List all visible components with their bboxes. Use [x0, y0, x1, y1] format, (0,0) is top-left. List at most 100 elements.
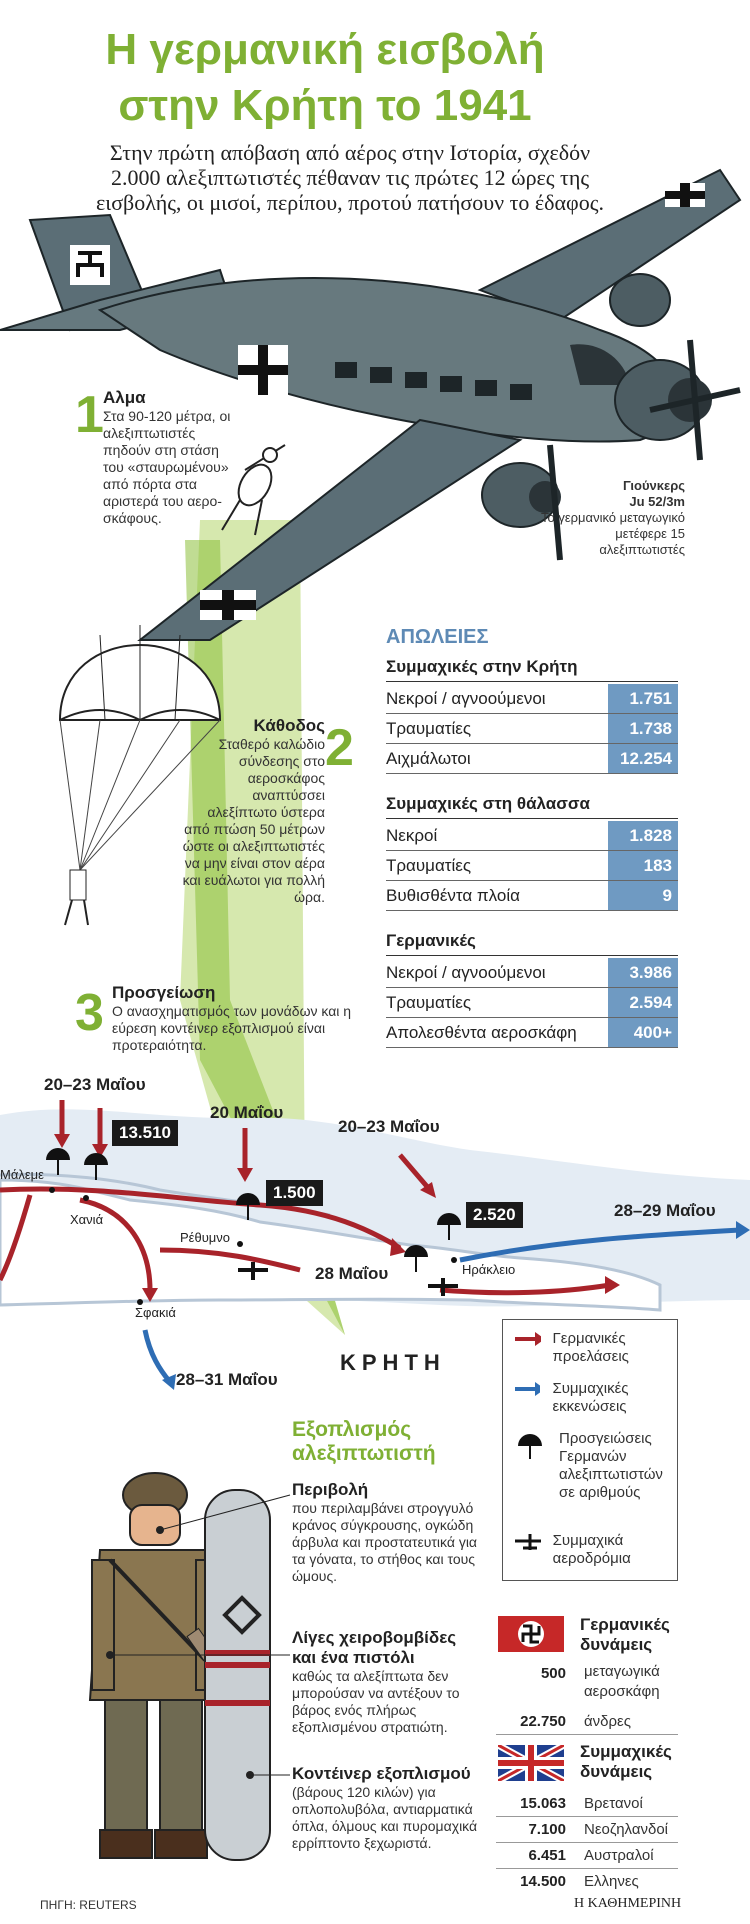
publisher-logo: Η ΚΑΘΗΜΕΡΙΝΗ: [574, 1896, 682, 1911]
intro-text: Στην πρώτη απόβαση από αέρος στην Ιστορί…: [96, 140, 604, 215]
loss-row: Τραυματίες 183: [386, 851, 678, 881]
town-label: Ρέθυμνο: [180, 1230, 231, 1245]
loss-value: 183: [608, 851, 678, 880]
equipment-title: Εξοπλισμός αλεξιπτωτιστή: [292, 1418, 436, 1465]
loss-label: Τραυματίες: [386, 856, 472, 875]
force-label: Νεοζηλανδοί: [584, 1821, 669, 1838]
force-row: 15.063 Βρετανοί: [496, 1792, 678, 1817]
tail-swastika-icon: [70, 245, 110, 285]
loss-row: Τραυματίες 2.594: [386, 988, 678, 1018]
junkers-plane: [0, 168, 742, 641]
step-2-text: Σταθερό καλώδιο σύνδεσης στο αεροσκάφος …: [182, 736, 325, 905]
plane-description: Το γερμανικό μεταγωγικό μετέφερε 15 αλεξ…: [541, 510, 685, 557]
group-title: Συμμαχικές στην Κρήτη: [386, 657, 678, 682]
loss-value: 1.828: [608, 821, 678, 850]
force-label: Ελληνες: [584, 1873, 639, 1890]
force-number: 7.100: [528, 1821, 566, 1838]
equipment-head: Λίγες χειροβομβίδες και ένα πιστόλι: [292, 1628, 457, 1667]
jumping-paratrooper: [221, 444, 286, 536]
loss-row: Απολεσθέντα αεροσκάφη 400+: [386, 1018, 678, 1048]
title-line2: στην Κρήτη το 1941: [118, 81, 532, 130]
equipment-head: Περιβολή: [292, 1480, 369, 1499]
map-date-label: 20–23 Μαΐου: [44, 1075, 146, 1094]
force-number: 22.750: [520, 1713, 566, 1730]
blue-arrow-icon: [515, 1382, 541, 1396]
legend-text: Γερμανικές προελάσεις: [552, 1330, 629, 1365]
red-arrow-icon: [515, 1332, 541, 1346]
loss-value: 2.594: [608, 988, 678, 1017]
loss-label: Βυθισθέντα πλοία: [386, 886, 520, 905]
loss-label: Τραυματίες: [386, 993, 472, 1012]
step-1-title: Αλμα: [103, 388, 146, 407]
map-date-label: 28–29 Μαΐου: [614, 1201, 716, 1220]
airfield-icons: [49, 1187, 458, 1305]
losses-heading: ΑΠΩΛΕΙΕΣ: [386, 626, 489, 648]
german-flag-icon: [498, 1616, 564, 1652]
force-row: 500 μεταγωγικά αεροσκάφη: [496, 1662, 678, 1710]
equipment-head: Κοντέινερ εξοπλισμού: [292, 1764, 471, 1783]
equipment-container: [204, 1489, 271, 1861]
parachute-icon: [518, 1434, 542, 1459]
force-number: 15.063: [520, 1795, 566, 1812]
loss-value: 3.986: [608, 958, 678, 987]
force-label: άνδρες: [584, 1713, 631, 1730]
loss-value: 1.751: [608, 684, 678, 713]
loss-value: 400+: [608, 1018, 678, 1047]
crete-map: [0, 1100, 750, 1390]
landing-count: 1.500: [266, 1180, 323, 1206]
loss-label: Απολεσθέντα αεροσκάφη: [386, 1023, 577, 1042]
title-line1: Η γερμανική εισβολή: [105, 25, 545, 74]
equipment-item-grenades: Λίγες χειροβομβίδες και ένα πιστόλι καθώ…: [292, 1628, 482, 1736]
town-label: Μάλεμε: [0, 1167, 44, 1182]
plane-caption: Γιούνκερς Ju 52/3m Το γερμανικό μεταγωγι…: [540, 478, 685, 558]
group-title: Γερμανικές: [386, 931, 678, 956]
map-legend: Γερμανικές προελάσεις Συμμαχικές εκκενώσ…: [502, 1319, 678, 1581]
map-date-label: 20 Μαΐου: [210, 1103, 284, 1122]
force-label: Βρετανοί: [584, 1795, 643, 1812]
map-date-label: 28–31 Μαΐου: [176, 1370, 278, 1389]
loss-value: 9: [608, 881, 678, 910]
legend-text: Συμμαχικά αεροδρόμια: [552, 1532, 631, 1567]
town-label: Σφακιά: [135, 1305, 176, 1320]
town-label: Ηράκλειο: [462, 1262, 516, 1277]
step-3-text: Ο ανασχηματισμός των μονάδων και η εύρεσ…: [112, 1003, 352, 1053]
map-date-label: 20–23 Μαΐου: [338, 1117, 440, 1136]
step-2-title: Κάθοδος: [253, 716, 325, 735]
equipment-text: (βάρους 120 κιλών) για οπλοπολυβόλα, αντ…: [292, 1784, 478, 1851]
loss-label: Νεκροί: [386, 826, 438, 845]
force-number: 14.500: [520, 1873, 566, 1890]
loss-value: 12.254: [608, 744, 678, 773]
losses-group-allied-crete: Συμμαχικές στην Κρήτη Νεκροί / αγνοούμεν…: [386, 657, 678, 774]
equipment-text: καθώς τα αλεξίπτωτα δεν μπορούσαν να αντ…: [292, 1668, 460, 1735]
equipment-item-uniform: Περιβολή που περιλαμβάνει στρογγυλό κράν…: [292, 1480, 482, 1585]
island-label: ΚΡΗΤΗ: [340, 1350, 446, 1375]
equipment-item-container: Κοντέινερ εξοπλισμού (βάρους 120 κιλών) …: [292, 1764, 482, 1852]
step-2: Κάθοδος Σταθερό καλώδιο σύνδεσης στο αερ…: [180, 716, 325, 906]
page-title: Η γερμανική εισβολή στην Κρήτη το 1941: [0, 22, 650, 134]
british-flag-icon: [498, 1745, 564, 1781]
equipment-text: που περιλαμβάνει στρογγυλό κράνος σύγκρο…: [292, 1500, 478, 1584]
landing-count: 2.520: [466, 1202, 523, 1228]
force-label: μεταγωγικά αεροσκάφη: [584, 1663, 660, 1700]
force-row: 22.750 άνδρες: [496, 1710, 678, 1735]
source-credit: ΠΗΓΗ: REUTERS: [40, 1898, 137, 1912]
loss-row: Νεκροί 1.828: [386, 821, 678, 851]
legend-airfields: Συμμαχικά αεροδρόμια: [513, 1532, 677, 1568]
allied-forces-title: Συμμαχικές δυνάμεις: [580, 1742, 672, 1781]
force-row: 7.100 Νεοζηλανδοί: [496, 1818, 678, 1843]
map-date-label: 28 Μαΐου: [315, 1264, 389, 1283]
step-3: Προσγείωση Ο ανασχηματισμός των μονάδων …: [112, 983, 352, 1054]
step-1: Αλμα Στα 90-120 μέτρα, οι αλεξιπτωτιστές…: [103, 388, 243, 527]
step-3-title: Προσγείωση: [112, 983, 216, 1002]
loss-row: Βυθισθέντα πλοία 9: [386, 881, 678, 911]
loss-value: 1.738: [608, 714, 678, 743]
force-number: 500: [540, 1665, 566, 1682]
legend-german-advances: Γερμανικές προελάσεις: [513, 1330, 677, 1366]
step-1-text: Στα 90-120 μέτρα, οι αλεξιπτωτιστές πηδο…: [103, 408, 231, 526]
